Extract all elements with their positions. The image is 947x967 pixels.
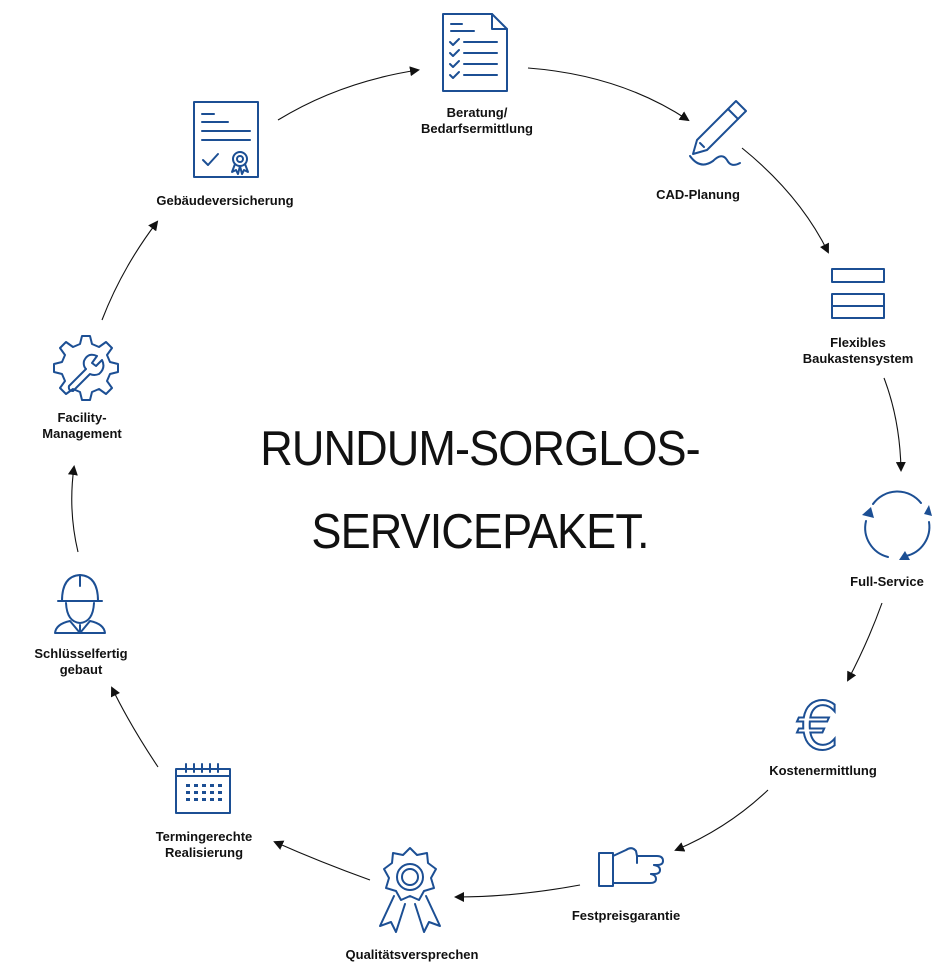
step-label-facility-management: Facility-Management <box>42 410 122 441</box>
arrow-facility-to-versicherung <box>101 220 159 321</box>
stacked-modules-icon <box>831 268 885 319</box>
step-label-festpreisgarantie: Festpreisgarantie <box>571 908 681 923</box>
certificate-document-icon <box>193 101 259 178</box>
calendar-icon <box>175 763 231 814</box>
arrow-fullservice-to-kosten <box>847 602 883 682</box>
euro-icon: € <box>796 687 840 766</box>
quality-badge-icon <box>379 847 441 933</box>
circular-arrow-heads <box>862 505 932 560</box>
arrow-festpreis-to-qualitaet <box>454 884 581 902</box>
step-label-cad-planung: CAD-Planung <box>656 187 740 202</box>
arrow-termin-to-schluessel <box>111 686 159 768</box>
arrow-versicherung-to-beratung <box>277 66 420 121</box>
arrow-schluessel-to-facility <box>67 465 79 553</box>
handshake-hand-icon <box>598 847 664 887</box>
main-title-line-1: RUNDUM-SORGLOS- <box>260 422 700 476</box>
step-label-kostenermittlung: Kostenermittlung <box>769 763 877 778</box>
step-label-qualitaetsversprechen: Qualitätsversprechen <box>345 947 479 962</box>
construction-worker-icon <box>54 574 106 634</box>
calendar-grid-dots <box>186 784 222 801</box>
step-label-gebaeudeversicherung: Gebäudeversicherung <box>156 193 294 208</box>
circular-arrows-icon <box>864 490 931 558</box>
step-label-beratung: Beratung/Bedarfsermittlung <box>421 105 533 136</box>
arrow-kosten-to-festpreis <box>674 789 769 852</box>
svg-text:€: € <box>797 688 839 765</box>
arrow-baukasten-to-fullservice <box>883 377 906 472</box>
arrow-cad-to-baukasten <box>741 147 829 254</box>
checklist-document-icon <box>442 13 508 92</box>
gear-wrench-icon <box>53 335 119 401</box>
arrow-qualitaet-to-termin <box>273 840 371 881</box>
step-label-full-service: Full-Service <box>850 574 924 589</box>
arrow-beratung-to-cad <box>527 67 690 122</box>
pencil-icon <box>689 100 747 166</box>
main-title-line-2: SERVICEPAKET. <box>311 505 649 559</box>
